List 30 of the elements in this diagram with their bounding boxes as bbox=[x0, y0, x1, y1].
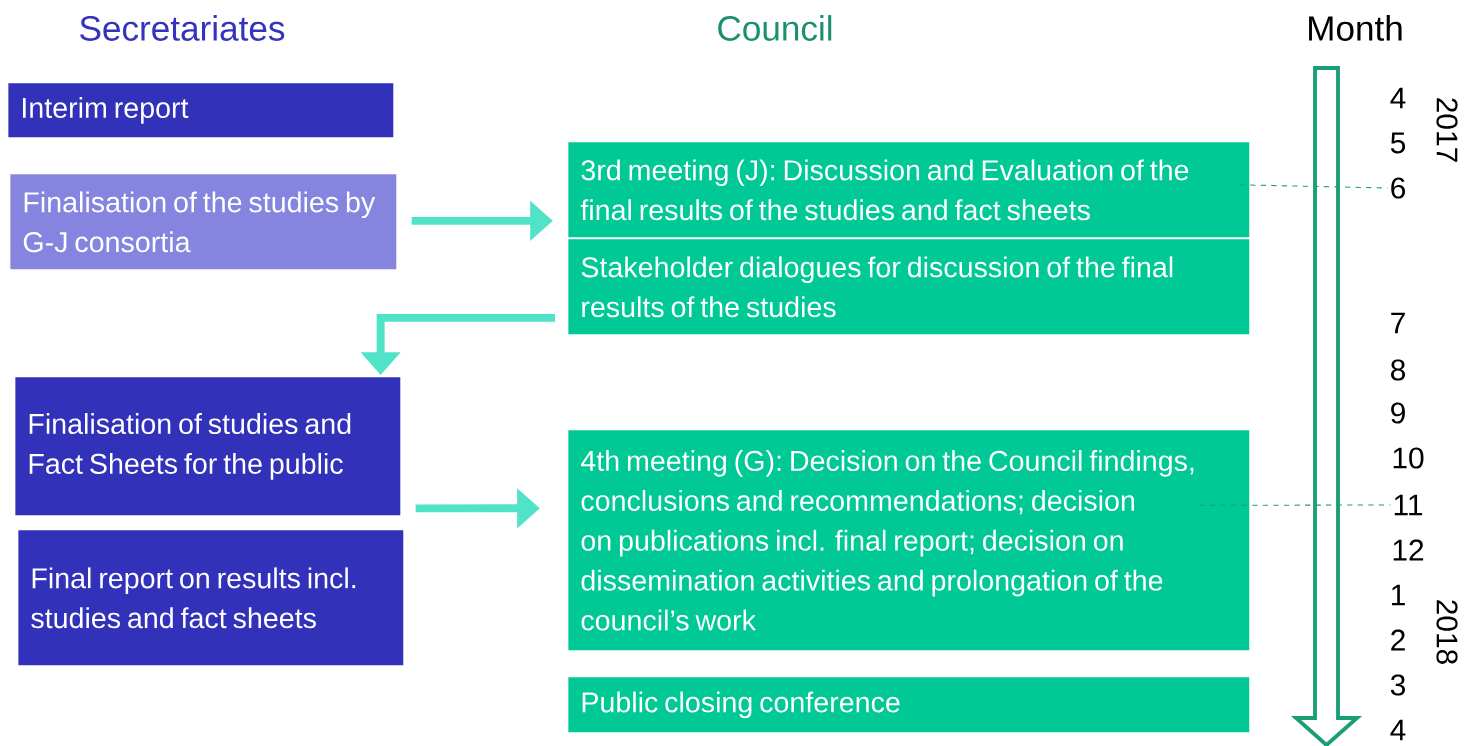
process-box: 3rd meeting (J): Discussion and Evaluation of the final results of the studies and fact sheets bbox=[568, 142, 1250, 238]
month-number: 7 bbox=[1391, 312, 1405, 334]
process-box: Stakeholder dialogues for discussion of the final results of the studies bbox=[568, 239, 1250, 335]
month-number: 3 bbox=[1390, 674, 1405, 696]
process-box: Finalisation of studies and Fact Sheets for the public bbox=[15, 377, 401, 516]
process-box: Final report on results incl. studies and fact sheets bbox=[18, 530, 404, 666]
month-number: 1 bbox=[1392, 584, 1405, 606]
process-box: Public closing conference bbox=[568, 677, 1250, 733]
month-number: 2 bbox=[1391, 629, 1405, 651]
month-number: 4 bbox=[1390, 87, 1406, 109]
node-label: 3rd meeting (J): Discussion and Evaluation of the final results of the studies and fact sheets bbox=[580, 159, 1189, 221]
month-number: 6 bbox=[1391, 177, 1405, 199]
column-heading: Month bbox=[1309, 15, 1402, 41]
month-number: 4 bbox=[1390, 719, 1406, 741]
leader-line bbox=[1199, 504, 1391, 506]
month-number: 8 bbox=[1391, 359, 1406, 381]
leader-line bbox=[1239, 184, 1389, 189]
year-label: 2018 bbox=[1436, 600, 1458, 664]
month-number: 12 bbox=[1393, 539, 1424, 561]
year-label: 2017 bbox=[1436, 98, 1458, 162]
node-label: Stakeholder dialogues for discussion of the final results of the studies bbox=[581, 256, 1173, 318]
month-number: 10 bbox=[1393, 447, 1424, 469]
column-heading: Secretariates bbox=[80, 15, 285, 41]
process-box: 4th meeting (G): Decision on the Council findings, conclusions and recommendations; decision on publications incl. final report; decision on dissemination activities and prolongation of the council’s work bbox=[568, 430, 1250, 651]
process-box: Interim report bbox=[8, 83, 394, 138]
process-box: Finalisation of the studies by G-J consortia bbox=[10, 174, 397, 270]
month-number: 9 bbox=[1391, 402, 1405, 424]
column-heading: Council bbox=[718, 15, 832, 41]
month-number: 5 bbox=[1390, 132, 1406, 154]
month-number: 11 bbox=[1394, 494, 1423, 516]
